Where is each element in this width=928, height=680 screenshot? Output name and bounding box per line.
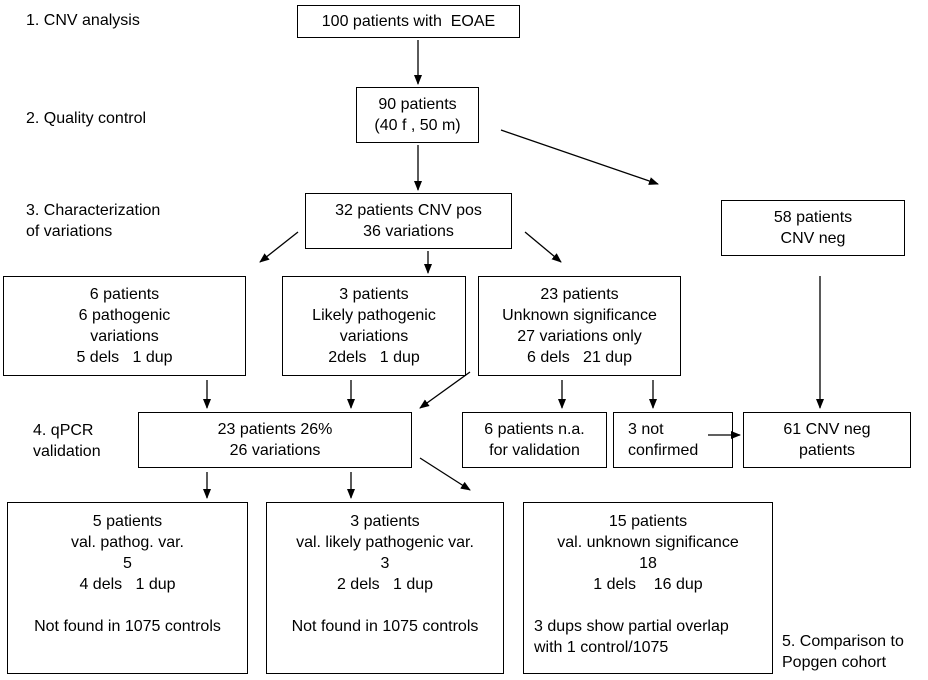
box-3-patients-result: 3 patients val. likely pathogenic var. 3 2 … [266,502,504,674]
text-line: 2dels 1 dup [328,349,420,366]
text-line: 5 patients [92,513,163,530]
text-line: confirmed [628,442,699,459]
text-line: variations [90,328,159,345]
text-line: val. pathog. var. [71,534,184,551]
step-3-label: 3. Characterization of variations [26,200,160,242]
text-line: 23 patients [540,286,619,303]
text-line: for validation [489,442,580,459]
text-line: of variations [26,223,113,240]
box-32-patients-cnv-pos: 32 patients CNV pos 36 variations [305,193,512,249]
text-line: 3 patients [350,513,420,530]
text-line: patients [798,442,856,459]
text-line: 6 dels 21 dup [527,349,632,366]
text-line: Unknown significance [502,307,657,324]
text-line: 2 dels 1 dup [336,576,434,593]
text-line: 61 CNV neg [783,421,871,438]
text-line: 23 patients 26% [217,421,333,438]
text-line: variations [339,328,409,345]
text-line: Popgen cohort [782,654,887,671]
text-line: validation [33,443,101,460]
arrow-32-to-6 [259,231,299,263]
text-line: 15 patients [608,513,688,530]
text-line: 3 patients [339,286,409,303]
text-line: 4 dels 1 dup [79,576,176,593]
arrow-90-to-58 [500,129,659,185]
text-line: with 1 control/1075 [534,639,669,656]
text-line: 4. qPCR [33,422,94,439]
text-line: 2. Quality control [26,110,147,127]
step-2-label: 2. Quality control [26,108,146,129]
text-line: 90 patients [378,96,457,113]
text-line: 58 patients [773,209,853,226]
text-line: 5. Comparison to [782,633,904,650]
box-15-patients-result: 15 patients val. unknown significance 18 1 … [523,502,773,674]
box-6-patients-na: 6 patients n.a. for validation [462,412,607,468]
step-4-label: 4. qPCR validation [33,420,101,462]
box-3-not-confirmed: 3 not confirmed [613,412,733,468]
text-line: CNV neg [780,230,846,247]
text-line: 5 dels 1 dup [76,349,173,366]
text-line: 3 dups show partial overlap [534,618,729,635]
box-90-patients: 90 patients (40 f , 50 m) [356,87,479,143]
text-line: val. likely pathogenic var. [296,534,474,551]
text-line: 26 variations [229,442,321,459]
box-61-cnv-neg: 61 CNV neg patients [743,412,911,468]
text-line: 100 patients with EOAE [321,13,496,30]
text-line: 1 dels 16 dup [593,576,703,593]
box-5-patients-result: 5 patients val. pathog. var. 5 4 dels 1 dup… [7,502,248,674]
text-line: 32 patients CNV pos [335,202,482,219]
text-line: 6 patients n.a. [484,421,585,438]
text-line: Not found in 1075 controls [34,618,221,635]
box-6-pathogenic: 6 patients 6 pathogenic variations 5 dels 1… [3,276,246,376]
box-100-patients: 100 patients with EOAE [297,5,520,38]
text-line: 36 variations [363,223,454,240]
text-line: 3 [380,555,390,572]
text-line: 1. CNV analysis [26,12,140,29]
text-line: Likely pathogenic [312,307,436,324]
text-line: 18 [639,555,657,572]
text-line: 5 [123,555,132,572]
text-line: 6 pathogenic [78,307,171,324]
step-5-label: 5. Comparison to Popgen cohort [782,631,904,673]
box-23-patients-validated: 23 patients 26% 26 variations [138,412,412,468]
text-line: 27 variations only [517,328,642,345]
text-line [524,595,772,616]
text-line: (40 f , 50 m) [374,117,461,134]
arrow-23u-to-23v [419,371,471,409]
text-line: 6 patients [89,286,160,303]
text-line: Not found in 1075 controls [291,618,479,635]
step-1-label: 1. CNV analysis [26,10,140,31]
text-line: val. unknown significance [557,534,739,551]
text-line: 3 not [628,421,664,438]
text-line: 3. Characterization [26,202,161,219]
arrow-32-to-23u [524,231,562,263]
